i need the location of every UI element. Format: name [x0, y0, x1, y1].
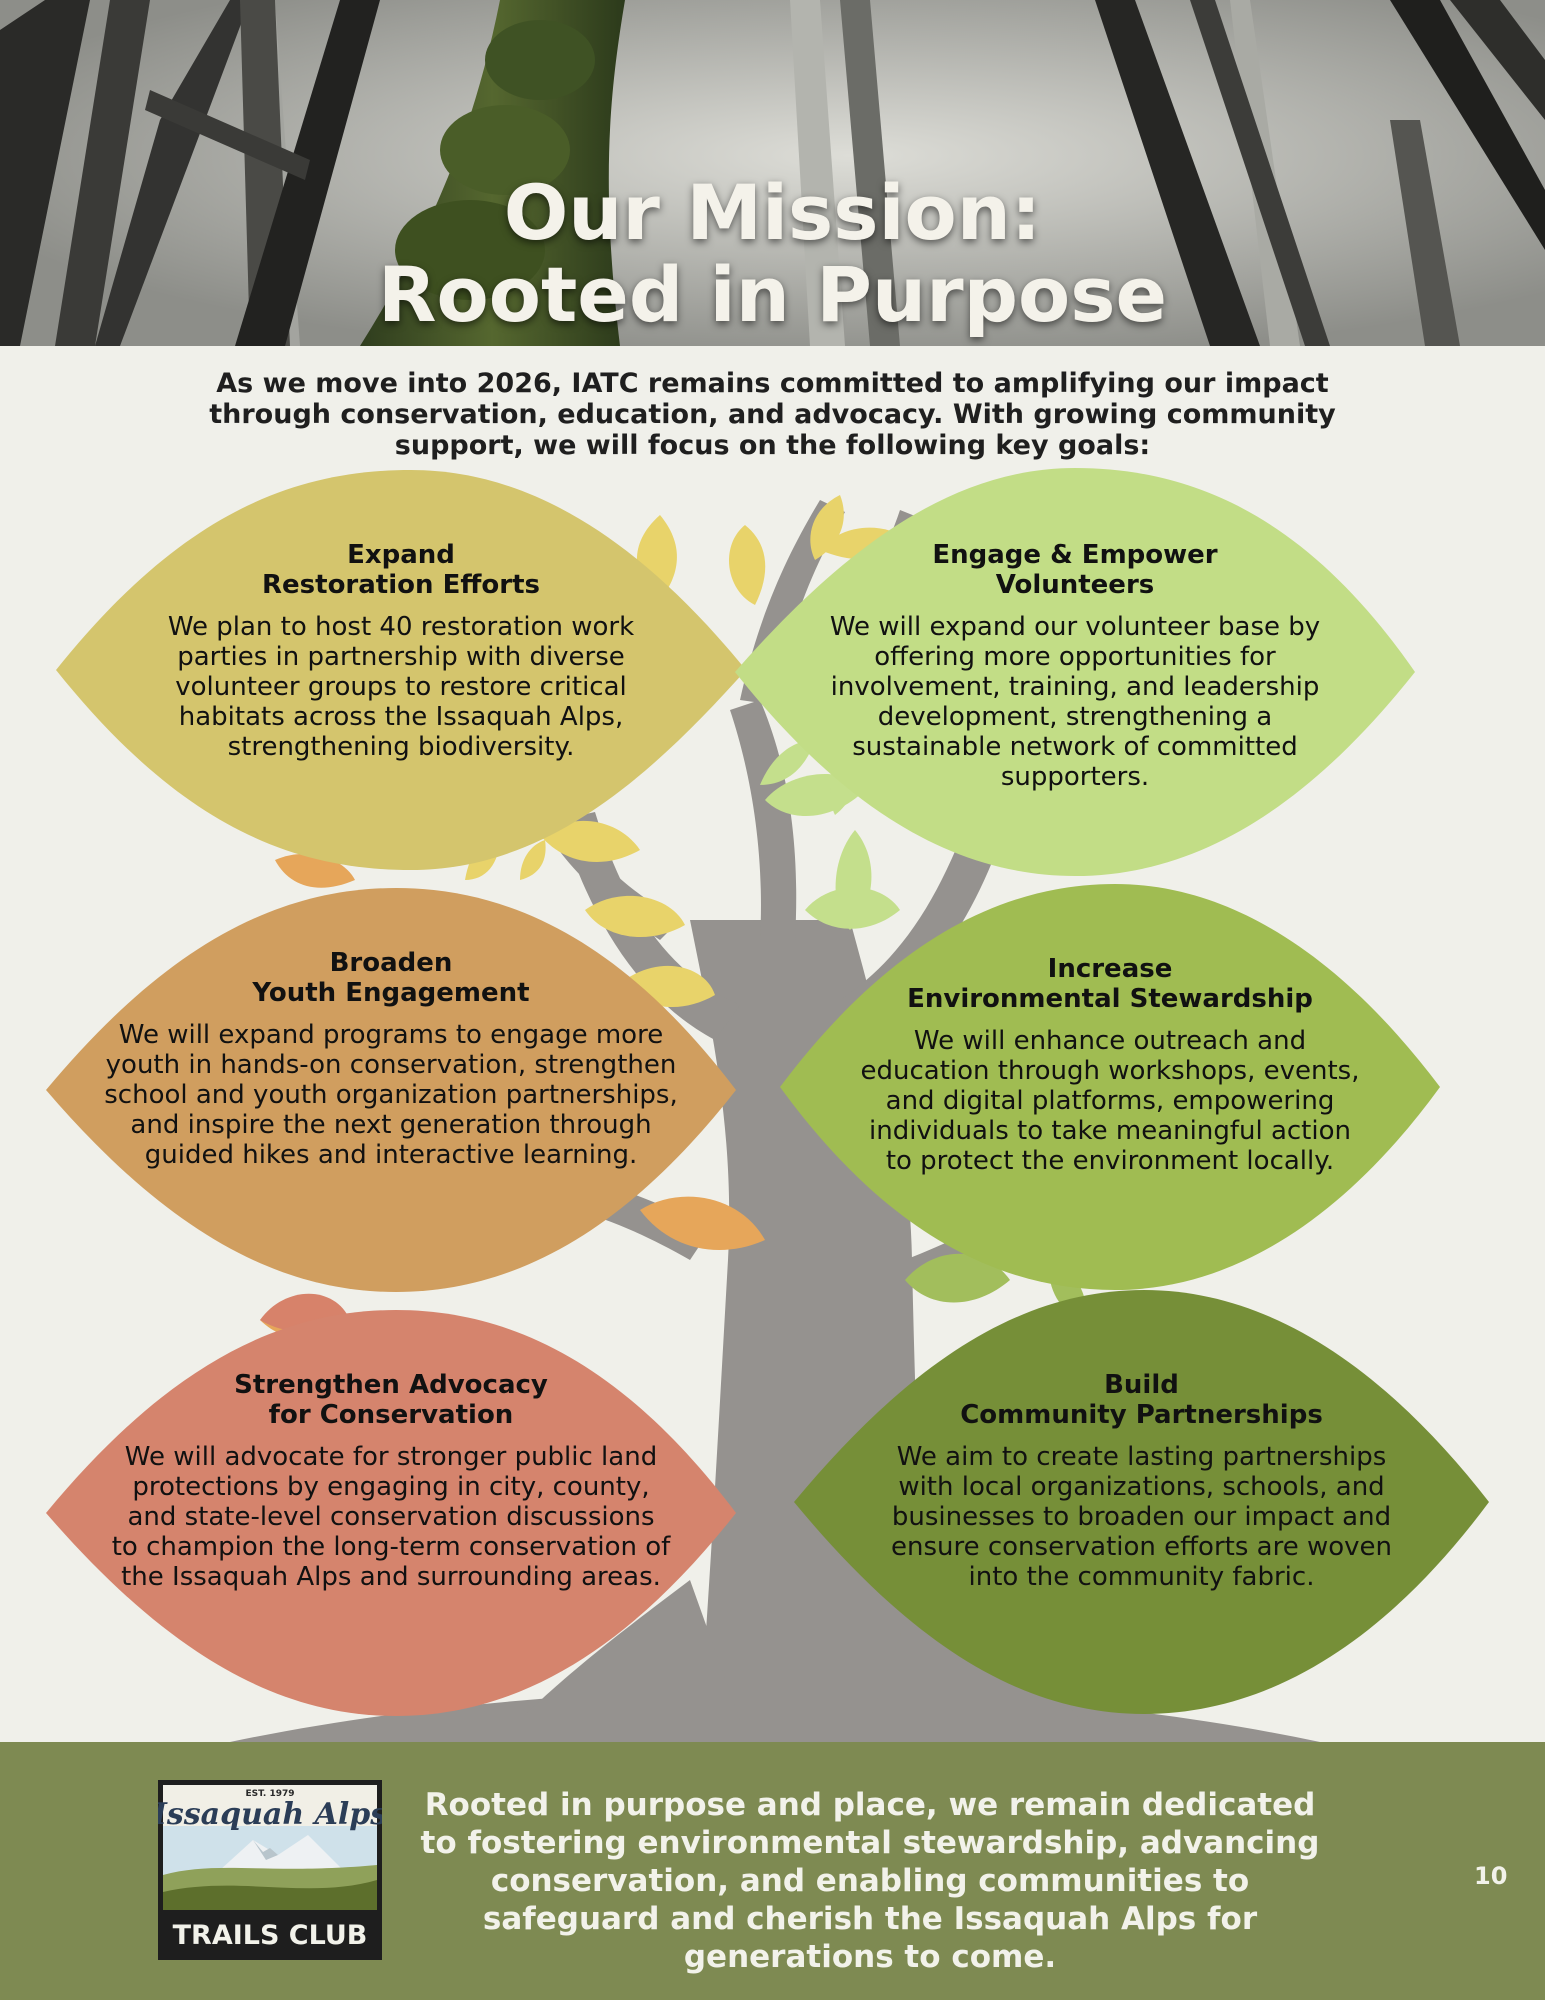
- goal-title-line2: Community Partnerships: [960, 1400, 1323, 1430]
- goal-body: We will expand our volunteer base by off…: [829, 612, 1321, 792]
- hero-title-line1: Our Mission:: [503, 168, 1042, 257]
- forest-photo: [0, 0, 1545, 346]
- goal-title-line2: Volunteers: [995, 570, 1155, 600]
- goal-body: We will enhance outreach and education t…: [860, 1026, 1360, 1176]
- page-number: 10: [1474, 1862, 1508, 1890]
- goal-body: We will expand programs to engage more y…: [104, 1020, 678, 1170]
- goal-title-line1: Broaden: [329, 948, 453, 978]
- logo-script-text: Issaquah Alps: [158, 1797, 382, 1832]
- goal-body: We will advocate for stronger public lan…: [111, 1442, 671, 1592]
- goal-title-line1: Engage & Empower: [932, 540, 1218, 570]
- goal-title-line2: Environmental Stewardship: [907, 984, 1313, 1014]
- logo-name-text: TRAILS CLUB: [173, 1920, 368, 1951]
- goal-title-line2: for Conservation: [268, 1400, 514, 1430]
- hero-banner: Our Mission: Rooted in Purpose: [0, 0, 1545, 346]
- goal-title-line1: Expand: [347, 540, 455, 570]
- goal-title-line1: Increase: [1047, 954, 1173, 984]
- leaf-shape: [735, 468, 1415, 876]
- goal-title-line2: Youth Engagement: [252, 978, 530, 1008]
- goal-body: We plan to host 40 restoration work part…: [167, 612, 635, 762]
- leaf-shape: [780, 884, 1440, 1290]
- goal-title-line1: Build: [1104, 1370, 1179, 1400]
- hero-title-line2: Rooted in Purpose: [378, 250, 1167, 339]
- closing-statement: Rooted in purpose and place, we remain d…: [420, 1787, 1320, 1975]
- leaf-shape: [56, 470, 746, 870]
- leaf-shape: [46, 1310, 736, 1716]
- goal-body: We aim to create lasting partnerships wi…: [890, 1442, 1393, 1592]
- goal-title-line1: Strengthen Advocacy: [234, 1370, 548, 1400]
- intro-paragraph: As we move into 2026, IATC remains commi…: [209, 368, 1336, 461]
- leaf-shape: [794, 1290, 1489, 1714]
- leaf-shape: [46, 888, 736, 1292]
- trails-club-logo: EST. 1979 Issaquah Alps TRAILS CLUB: [158, 1780, 382, 1960]
- logo-est-text: EST. 1979: [245, 1789, 294, 1799]
- goal-title-line2: Restoration Efforts: [262, 570, 540, 600]
